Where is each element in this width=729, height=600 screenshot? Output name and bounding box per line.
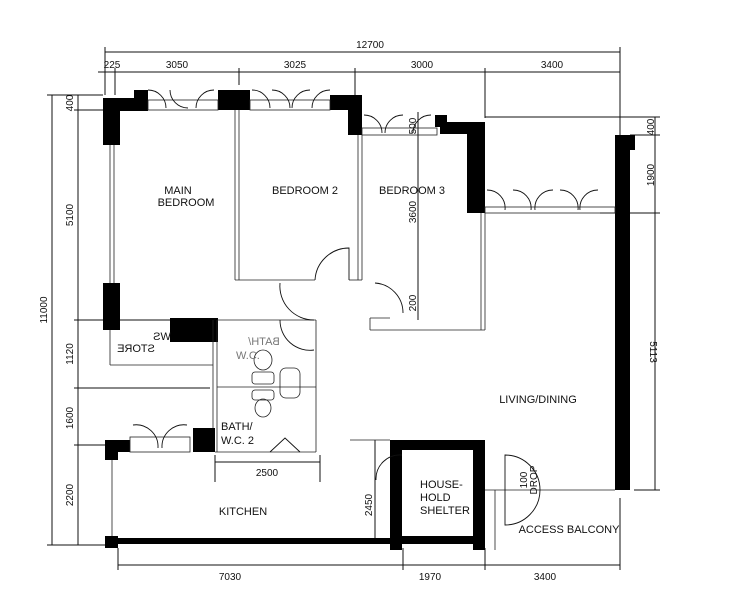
label-shelter-2: HOLD <box>420 492 451 504</box>
dim-bottom-1: 1970 <box>419 572 442 583</box>
label-kitchen: KITCHEN <box>219 506 267 518</box>
room-labels: MAIN BEDROOM BEDROOM 2 BEDROOM 3 LIVING/… <box>117 185 620 536</box>
label-living-dining: LIVING/DINING <box>499 394 577 406</box>
label-bedroom-2: BEDROOM 2 <box>272 185 338 197</box>
dim-bedroom3-small: 200 <box>408 294 419 311</box>
dim-bottom-2: 3400 <box>534 572 557 583</box>
dim-left-3: 1600 <box>65 406 76 429</box>
label-bedroom-3: BEDROOM 3 <box>379 185 445 197</box>
label-shelter-1: HOUSE- <box>420 479 463 491</box>
label-main-bedroom-2: BEDROOM <box>158 197 215 209</box>
dim-overall-width: 12700 <box>356 40 384 51</box>
dim-right-0: 400 <box>646 118 657 135</box>
basin-icon <box>279 367 301 399</box>
dim-bottom-0: 7030 <box>219 572 242 583</box>
drop-label: DROP <box>529 465 540 494</box>
dim-overall-height: 11000 <box>39 296 50 324</box>
label-ws: WS <box>153 331 171 343</box>
dimension-lines <box>47 47 660 570</box>
toilet-icon <box>253 349 273 371</box>
label-bath-1a: BATH/ <box>247 336 280 348</box>
walls <box>103 90 635 550</box>
label-shelter-3: SHELTER <box>420 505 470 517</box>
label-main-bedroom-1: MAIN <box>164 185 192 197</box>
fixtures <box>251 349 301 418</box>
dim-kitchen-depth: 2450 <box>364 493 375 516</box>
partitions <box>109 110 615 550</box>
toilet-icon <box>254 398 272 418</box>
dim-top-3: 3000 <box>411 60 434 71</box>
dimension-labels: 12700 225 3050 3025 3000 3400 11000 400 … <box>39 40 658 583</box>
dim-bedroom3-window: 500 <box>408 117 419 134</box>
drop-value: 100 <box>519 471 530 488</box>
dim-left-2: 1120 <box>65 343 76 365</box>
label-bath-2b: W.C. 2 <box>221 435 254 447</box>
dim-left-0: 400 <box>65 94 76 111</box>
dim-bedroom3-depth: 3600 <box>408 200 419 223</box>
dim-bath2-width: 2500 <box>256 468 279 479</box>
label-store: STORE <box>117 343 155 355</box>
label-bath-1b: W.C. <box>236 350 260 362</box>
doors-windows <box>129 89 616 526</box>
label-access-balcony: ACCESS BALCONY <box>519 524 621 536</box>
dim-top-4: 3400 <box>541 60 564 71</box>
dim-right-2: 5113 <box>647 341 658 363</box>
dim-top-1: 3050 <box>166 60 189 71</box>
dim-right-1: 1900 <box>646 163 657 186</box>
dim-top-0: 225 <box>104 60 121 71</box>
dim-left-1: 5100 <box>65 203 76 226</box>
dim-top-2: 3025 <box>284 60 307 71</box>
label-bath-2a: BATH/ <box>221 421 254 433</box>
dim-left-4: 2200 <box>65 483 76 506</box>
